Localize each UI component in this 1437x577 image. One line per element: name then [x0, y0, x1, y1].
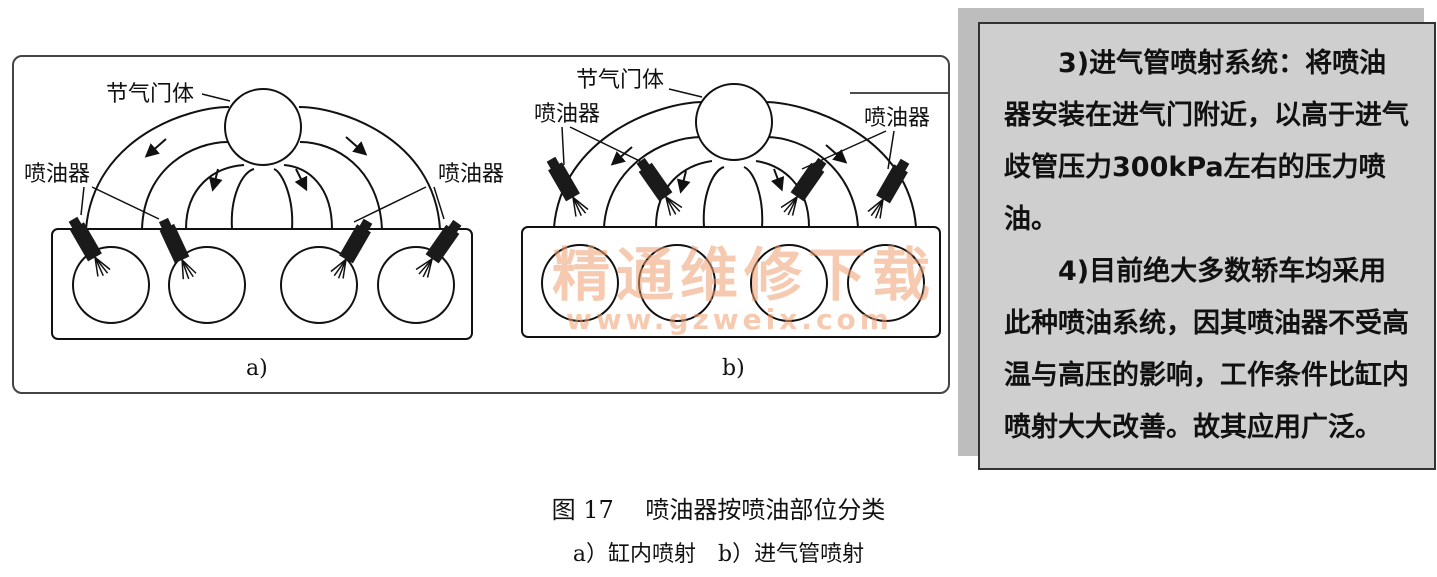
throttle-label-a: 节气门体: [106, 82, 194, 107]
injector-right-label-a: 喷油器: [438, 162, 504, 187]
leader-lines-a: [80, 93, 445, 223]
intake-runners-b: [553, 101, 917, 228]
cylinder-b-3: [750, 244, 828, 322]
diagram-b: [521, 83, 948, 338]
cylinder-a-4: [377, 246, 455, 324]
throttle-label-b: 节气门体: [576, 68, 664, 93]
cylinder-a-3: [280, 246, 358, 324]
figure-subcaption: a）缸内喷射 b）进气管喷射: [572, 542, 865, 567]
watermark-url: www.gzweix.com: [566, 303, 893, 336]
cylinder-b-4: [847, 244, 925, 322]
injector-left-label-a: 喷油器: [24, 162, 90, 187]
note-paragraph-3: 3)进气管喷射系统：将喷油器安装在进气门附近，以高于进气歧管压力300kPa左右…: [1004, 48, 1409, 235]
injector-left-label-b: 喷油器: [534, 102, 600, 127]
injector-b-3: [778, 155, 830, 219]
throttle-body-a: [224, 88, 302, 166]
engine-block-b: [521, 226, 941, 338]
sub-label-b: b): [722, 356, 745, 381]
engine-block-a: [51, 228, 473, 340]
cylinder-a-2: [168, 246, 246, 324]
cylinder-b-1: [541, 244, 619, 322]
sub-label-a: a): [246, 356, 268, 381]
cylinder-b-2: [638, 244, 716, 322]
figure-caption: 图 17 喷油器按喷油部位分类: [551, 496, 886, 524]
flow-arrows-a: [144, 136, 368, 192]
throttle-body-b: [695, 83, 773, 161]
diagram-panel: 节气门体 喷油器 喷油器 a): [12, 55, 950, 394]
injector-right-label-b: 喷油器: [864, 106, 930, 131]
diagram-a: [51, 88, 473, 340]
injector-a-3: [328, 216, 376, 282]
injector-a-2: [155, 215, 199, 283]
injection-diagram: 节气门体 喷油器 喷油器 a): [24, 68, 948, 381]
watermark-title: 精通维修下载: [552, 241, 936, 309]
cylinder-a-1: [72, 246, 150, 324]
note-paragraph-4: 4)目前绝大多数轿车均采用此种喷油系统，因其喷油器不受高温与高压的影响，工作条件…: [1004, 256, 1409, 443]
note-box: 3)进气管喷射系统：将喷油器安装在进气门附近，以高于进气歧管压力300kPa左右…: [978, 22, 1436, 470]
injector-b-1: [543, 154, 591, 220]
